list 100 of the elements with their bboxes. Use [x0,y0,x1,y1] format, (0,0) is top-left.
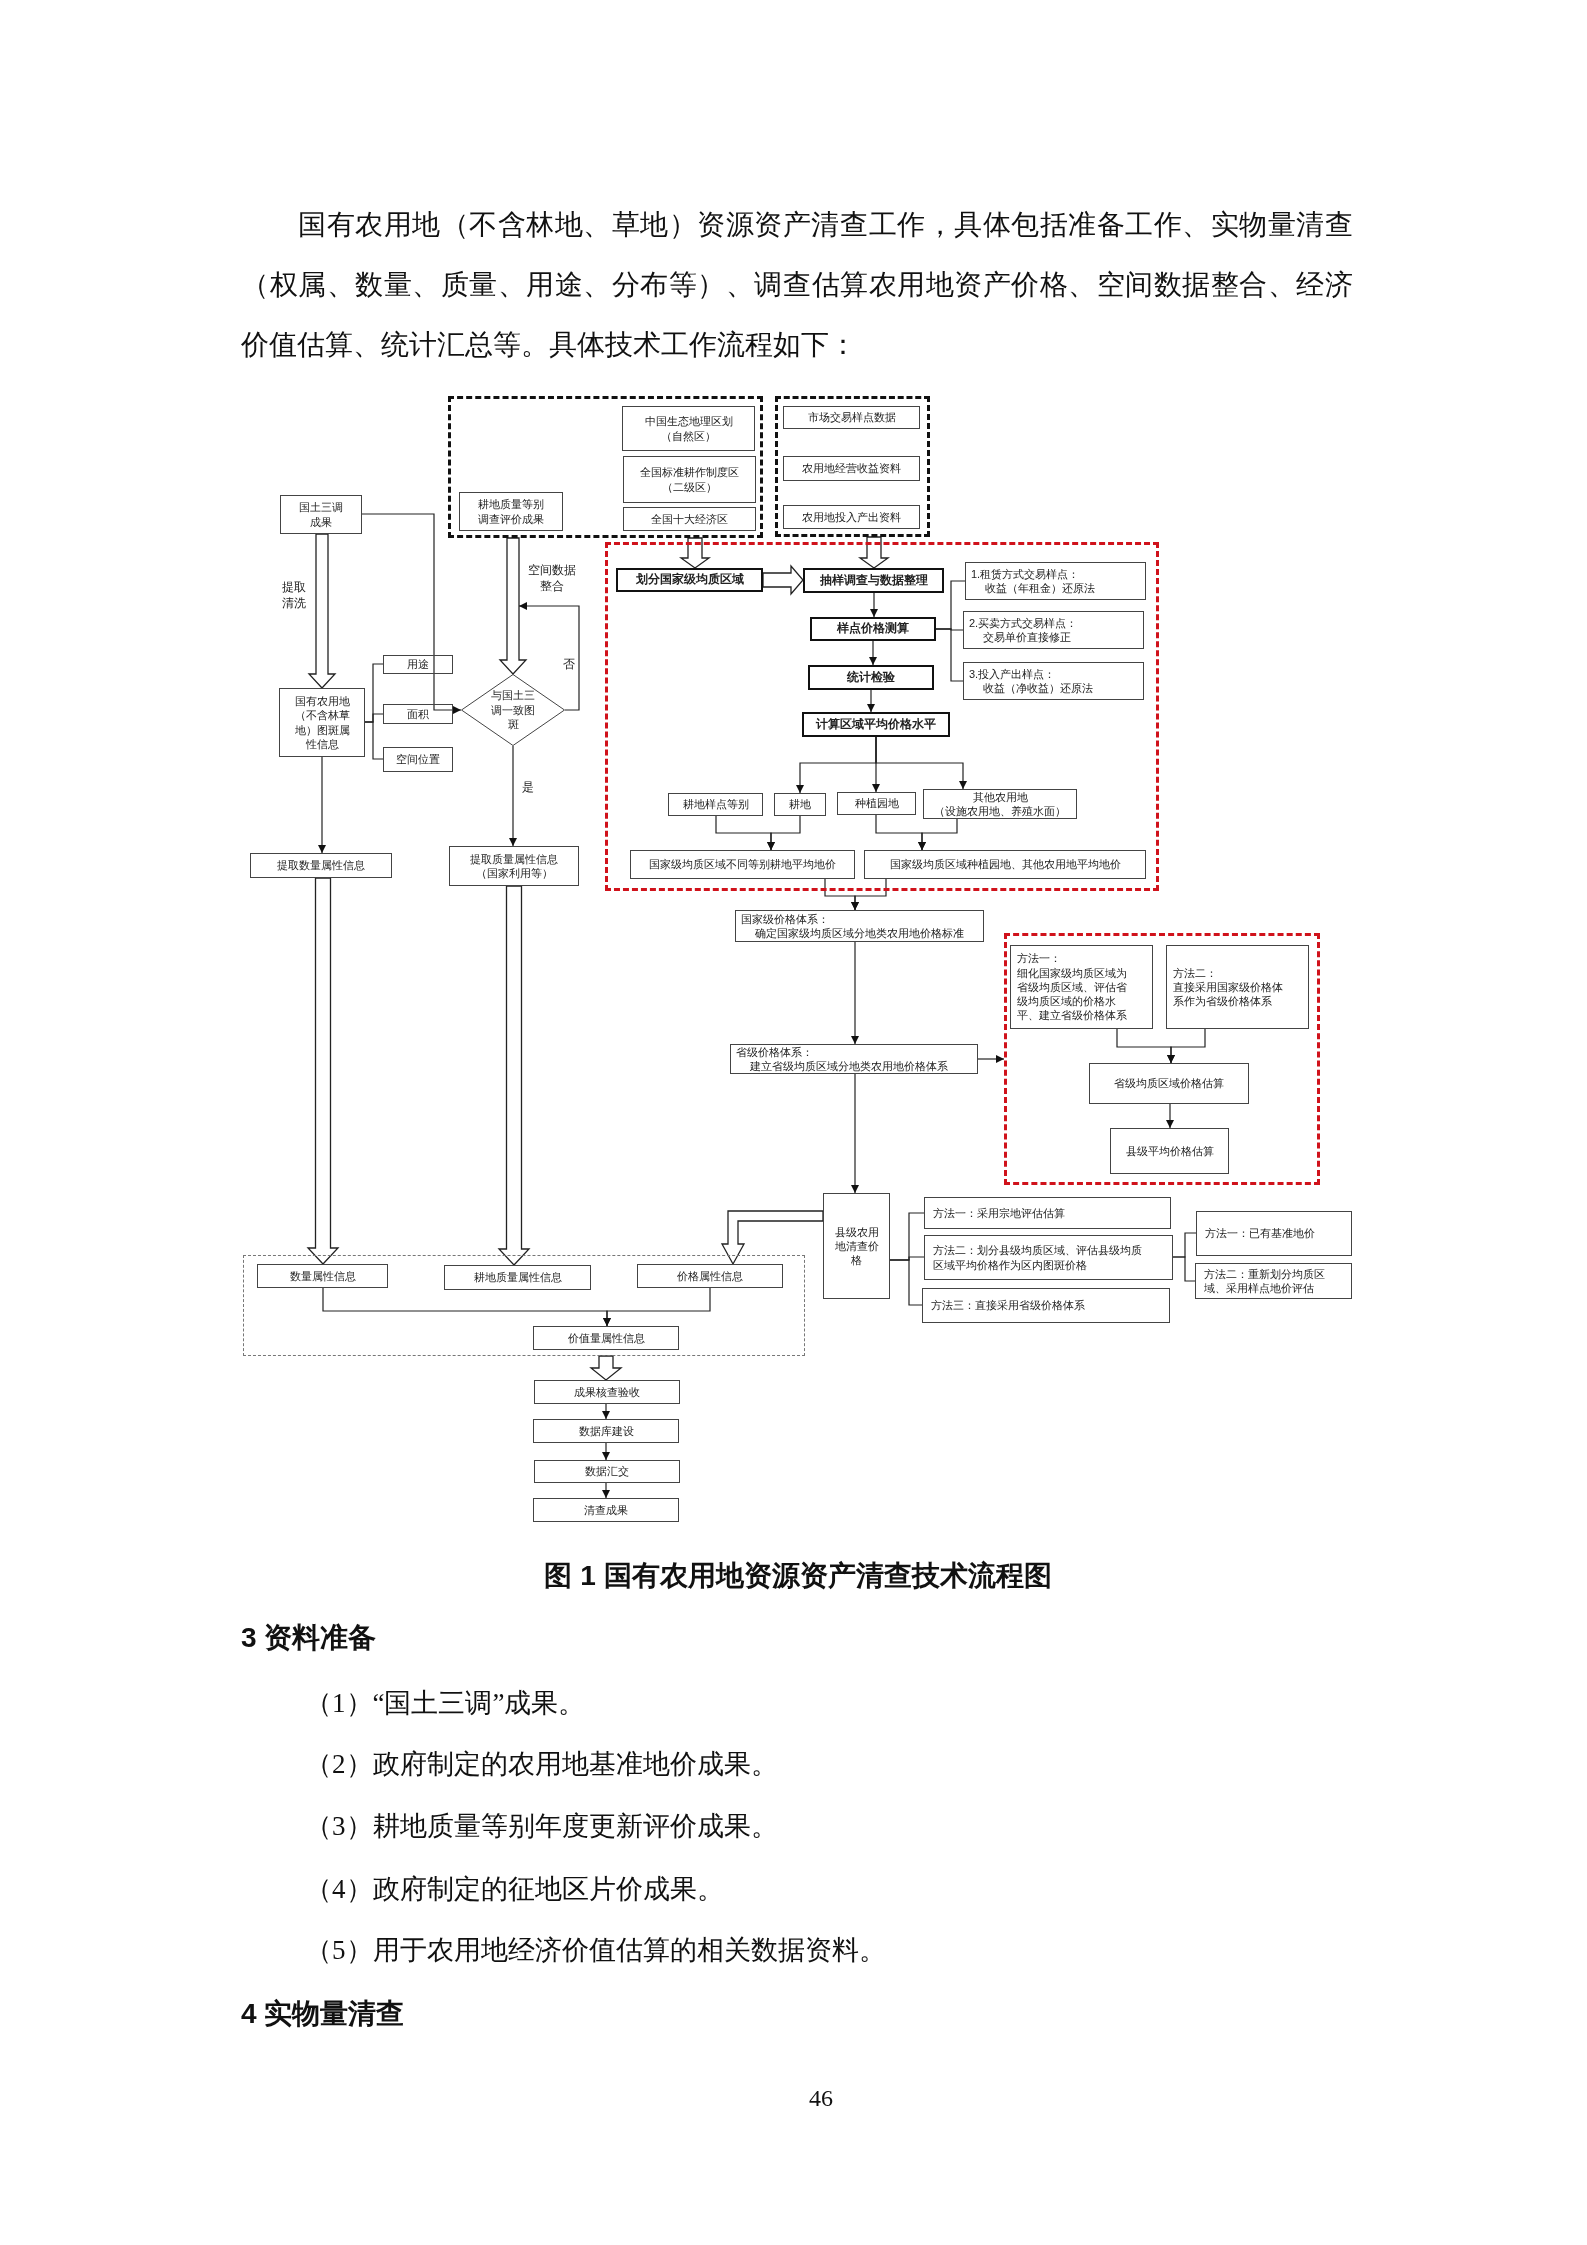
edge-label: 是 [520,780,536,796]
process-box: 成果核查验收 [534,1380,680,1404]
process-box [963,611,1144,649]
connector-line [889,1259,923,1306]
box-text: 提取质量属性信息 [469,851,559,866]
process-box: 清查成果 [533,1498,679,1522]
arrow [767,815,801,851]
block-arrow [720,1210,824,1266]
box-text: 直接采用国家级价格体系作为省级价格体系 [1173,979,1284,1009]
process-box: 市场交易样点数据 [783,406,920,429]
connector-line [1172,1256,1196,1282]
edge-label: 否 [561,657,577,673]
process-box: 耕地质量属性信息 [444,1265,591,1290]
box-text: 方法二： [1173,965,1218,980]
list-item: （1）“国土三调”成果。 [305,1687,587,1720]
arrow [602,1482,610,1499]
process-box [735,910,984,942]
box-text: 3.投入产出样点： [969,666,1057,681]
process-box: 全国十大经济区 [623,507,756,531]
box-text: 收益（年租金）还原法 [984,581,1096,596]
process-box [449,846,579,886]
process-box: 国家级均质区域种植园地、其他农用地平均地价 [864,850,1146,879]
box-text: 细化国家级均质区域为省级均质区域、评估省级均质区域的价格水平、建立省级价格体系 [1017,965,1128,1023]
box-text: 确定国家级均质区域分地类农用地价格标准 [754,926,965,941]
list-item: （3）耕地质量等别年度更新评价成果。 [305,1810,779,1843]
block-arrow [857,536,891,569]
process-box: 价值量属性信息 [533,1326,679,1350]
block-arrow [498,537,528,675]
arrow [867,689,875,713]
process-box: 耕地样点等别 [668,793,763,816]
section-heading: 3 资料准备 [241,1621,378,1655]
process-box: 用途 [383,655,453,674]
arrow [602,1403,610,1420]
process-box: 样点价格测算 [810,617,936,641]
box-text: 收益（净收益）还原法 [982,681,1094,696]
box-text: 建立省级均质区域分地类农用地价格体系 [749,1059,949,1074]
block-arrow [306,877,340,1265]
block-arrow [589,1355,623,1381]
process-box: 方法三：直接采用省级价格体系 [922,1288,1170,1323]
arrow [602,1442,610,1461]
process-box: 县级农用地清查价格 [823,1193,890,1299]
arrow [918,818,958,851]
box-text: （二级区） [661,479,718,494]
box-text: （自然区） [660,428,717,443]
group-frame [775,396,930,537]
box-text: 方法一： [1017,951,1062,966]
arrow [875,736,967,790]
process-box: 国家级均质区域不同等别耕地平均地价 [630,850,855,879]
arrow [977,1055,1005,1063]
decision-diamond: 与国土三调一致图斑 [461,674,565,746]
box-text: 1.租赁方式交易样点： [971,566,1081,581]
process-box: 种植园地 [837,792,916,815]
process-box [622,406,755,451]
arrow [851,878,887,911]
process-box [623,456,756,503]
arrow [518,602,580,711]
process-box: 方法二：重新划分均质区域、采用样点地价评估 [1195,1263,1352,1299]
process-box [963,662,1144,700]
figure-caption: 图 1 国有农用地资源资产清查技术流程图 [543,1559,1053,1593]
process-box: 方法一：已有基准地价 [1196,1211,1352,1256]
block-arrow [762,564,804,596]
process-box: 面积 [383,704,453,724]
group-frame [243,1255,805,1356]
process-box: 耕地质量等别调查评价成果 [459,492,563,531]
arrow [851,1073,859,1194]
group-frame [1004,933,1320,1185]
process-box [923,789,1077,819]
process-box [1010,945,1153,1029]
box-text: 2.买卖方式交易样点： [969,615,1079,630]
group-frame [448,396,763,538]
box-text: 国家级价格体系： [741,911,830,926]
block-arrow [678,537,712,569]
process-box: 划分国家级均质区域 [616,568,763,592]
process-box: 方法一：采用宗地评估估算 [924,1197,1171,1229]
box-text: 全国标准耕作制度区 [639,465,740,480]
box-text: 省级价格体系： [736,1044,814,1059]
arrow [318,756,326,854]
arrow [851,941,859,1045]
process-box: 计算区域平均价格水平 [802,712,950,737]
arrow [361,513,462,714]
paragraph-text: 国有农用地（不含林地、草地）资源资产清查工作，具体包括准备工作、实物量清查（权属、数量、质量、用途、分布等）、调查估算农用地资产价格、空间数据整合、经济价值估算、统计汇总等。具体技术工作流程如下： [241,208,1353,362]
process-box: 省级均质区域价格估算 [1089,1063,1249,1104]
process-box: 耕地 [774,793,826,816]
process-box [1166,945,1309,1029]
process-box [965,562,1146,600]
group-frame [605,542,1159,891]
process-box: 抽样调查与数据整理 [803,568,944,593]
process-box: 数据库建设 [533,1419,679,1443]
block-arrow [307,533,337,689]
process-box: 数量属性信息 [257,1264,388,1288]
process-box: 数据汇交 [534,1460,680,1483]
box-text: （设施农用地、养殖水面） [933,804,1067,819]
section-heading: 4 实物量清查 [241,1997,406,2031]
arrow [509,745,517,847]
process-box: 方法二：划分县级均质区域、评估县级均质区域平均价格作为区内图斑价格 [924,1235,1173,1280]
process-box: 价格属性信息 [637,1264,783,1288]
process-box: 国土三调成果 [280,495,362,534]
arrow [869,640,877,666]
process-box [730,1044,978,1074]
edge-label: 提取清洗 [279,580,309,612]
